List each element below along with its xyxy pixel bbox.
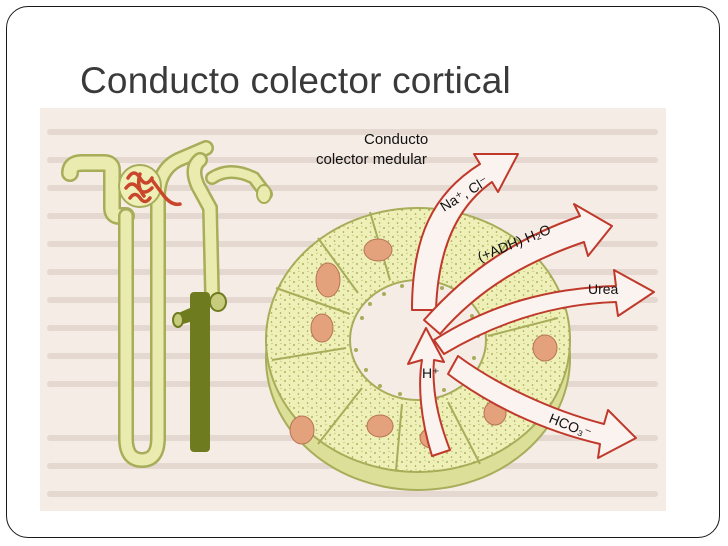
connecting-arm xyxy=(207,167,271,199)
label-conducto: Conducto xyxy=(364,131,428,148)
arrow-h xyxy=(407,327,451,457)
nephron-diagram xyxy=(61,140,273,469)
proximal-tubule xyxy=(63,156,133,223)
distal-tubule xyxy=(189,154,218,300)
collecting-duct-opening-left xyxy=(172,312,184,328)
label-urea: Urea xyxy=(588,281,619,297)
loop-of-henle xyxy=(120,142,212,466)
arrow-urea xyxy=(433,269,655,355)
glomerulus xyxy=(124,171,182,207)
arrow-na-cl xyxy=(411,153,519,311)
transport-arrows xyxy=(407,153,655,459)
arrow-adh-h2o xyxy=(423,203,613,335)
label-h: H⁺ xyxy=(422,365,440,381)
collecting-duct xyxy=(190,292,210,452)
collecting-duct-figure: Conducto colector medular Na⁺, Cl⁻ (+ADH… xyxy=(40,108,666,511)
slide-title: Conducto colector cortical xyxy=(80,60,511,101)
label-colector-medular: colector medular xyxy=(316,151,427,168)
arrow-hco3 xyxy=(447,355,637,459)
collecting-duct-opening xyxy=(209,292,227,312)
tubule-cut-end xyxy=(256,184,272,204)
